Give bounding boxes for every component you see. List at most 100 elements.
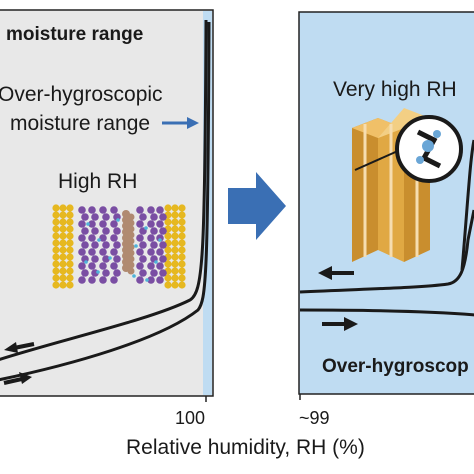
lipid-tail	[156, 220, 164, 228]
water-molecule	[96, 270, 100, 274]
lipid-head	[66, 260, 74, 268]
lipid-head	[66, 204, 74, 212]
water-molecule	[86, 222, 90, 226]
lipid-tail	[78, 248, 86, 256]
lipid-head	[171, 253, 179, 261]
lipid-head	[171, 281, 179, 289]
lipid-tail	[156, 234, 164, 242]
lipid-tail	[156, 276, 164, 284]
lipid-head	[164, 274, 172, 282]
lipid-head	[66, 218, 74, 226]
water-molecule	[134, 244, 138, 248]
lipid-head	[178, 260, 186, 268]
lipid-tail	[147, 262, 155, 270]
lipid-head	[66, 225, 74, 233]
water-molecule	[108, 256, 112, 260]
lipid-tail	[99, 262, 107, 270]
lipid-head	[52, 204, 60, 212]
lipid-tail	[147, 276, 155, 284]
lipid-head	[178, 274, 186, 282]
lipid-head	[59, 274, 67, 282]
lipid-head	[59, 225, 67, 233]
lipid-head	[171, 246, 179, 254]
right-curve-upper	[299, 209, 474, 294]
lipid-head	[52, 225, 60, 233]
lipid-tail	[91, 255, 99, 263]
right-curve-rise	[460, 139, 474, 271]
lipid-tail	[113, 269, 121, 277]
lipid-tail	[102, 269, 110, 277]
right-panel-bottom-label: Over-hygroscop	[322, 356, 469, 377]
lipid-head	[171, 239, 179, 247]
lipid-head	[171, 225, 179, 233]
lipid-tail	[147, 220, 155, 228]
lipid-tail	[88, 262, 96, 270]
lipid-head	[52, 246, 60, 254]
lipid-head	[171, 260, 179, 268]
lipid-tail	[88, 234, 96, 242]
lipid-tail	[110, 276, 118, 284]
left-curve-lower	[0, 21, 211, 382]
lipid-tail	[156, 248, 164, 256]
water-molecule	[132, 274, 136, 278]
lipid-tail	[113, 241, 121, 249]
lipid-tail	[150, 227, 158, 235]
lipid-tail	[88, 248, 96, 256]
lipid-head	[178, 204, 186, 212]
lipid-head	[59, 267, 67, 275]
lipid-head	[52, 253, 60, 261]
water-molecule	[97, 238, 101, 242]
left-curve-upper	[0, 19, 208, 361]
lipid-tail	[78, 234, 86, 242]
lipid-head	[178, 246, 186, 254]
lipid-tail	[136, 248, 144, 256]
lipid-head	[59, 260, 67, 268]
lipid-head	[59, 281, 67, 289]
lipid-tail	[159, 213, 167, 221]
lipid-tail	[99, 234, 107, 242]
lipid-tail	[88, 276, 96, 284]
lipid-tail	[110, 206, 118, 214]
lipid-tail	[99, 206, 107, 214]
lipid-tail	[159, 227, 167, 235]
lipid-tail	[91, 241, 99, 249]
lipid-tail	[102, 255, 110, 263]
lipid-head	[164, 260, 172, 268]
lipid-head	[171, 211, 179, 219]
water-molecule	[158, 238, 162, 242]
right-panel	[298, 11, 474, 395]
lipid-head	[52, 281, 60, 289]
lipid-tail	[78, 220, 86, 228]
left-panel	[0, 9, 214, 397]
lipid-tail	[102, 227, 110, 235]
lipid-tail	[110, 234, 118, 242]
lipid-tail	[110, 220, 118, 228]
wood-cell-illustration	[352, 108, 463, 262]
lipid-head	[66, 232, 74, 240]
lipid-head	[178, 211, 186, 219]
left-panel-background	[0, 9, 214, 397]
lipid-tail	[139, 269, 147, 277]
transition-arrow	[228, 172, 286, 240]
lipid-head	[52, 211, 60, 219]
lipid-head	[178, 281, 186, 289]
lipid-tail	[91, 227, 99, 235]
lipid-head	[178, 267, 186, 275]
lipid-tail	[147, 206, 155, 214]
lipid-head	[171, 204, 179, 212]
range-pointer-arrow-head	[187, 117, 199, 129]
water-molecule	[154, 260, 158, 264]
lipid-tail	[99, 220, 107, 228]
lipid-tail	[147, 248, 155, 256]
lipid-head	[171, 274, 179, 282]
lipid-tail	[150, 213, 158, 221]
right-curve-lower	[299, 308, 474, 317]
lipid-head	[66, 267, 74, 275]
lipid-head	[59, 239, 67, 247]
lipid-head	[66, 239, 74, 247]
lipid-head	[59, 218, 67, 226]
lipid-head	[66, 281, 74, 289]
lipid-head	[171, 267, 179, 275]
lipid-tail	[110, 262, 118, 270]
